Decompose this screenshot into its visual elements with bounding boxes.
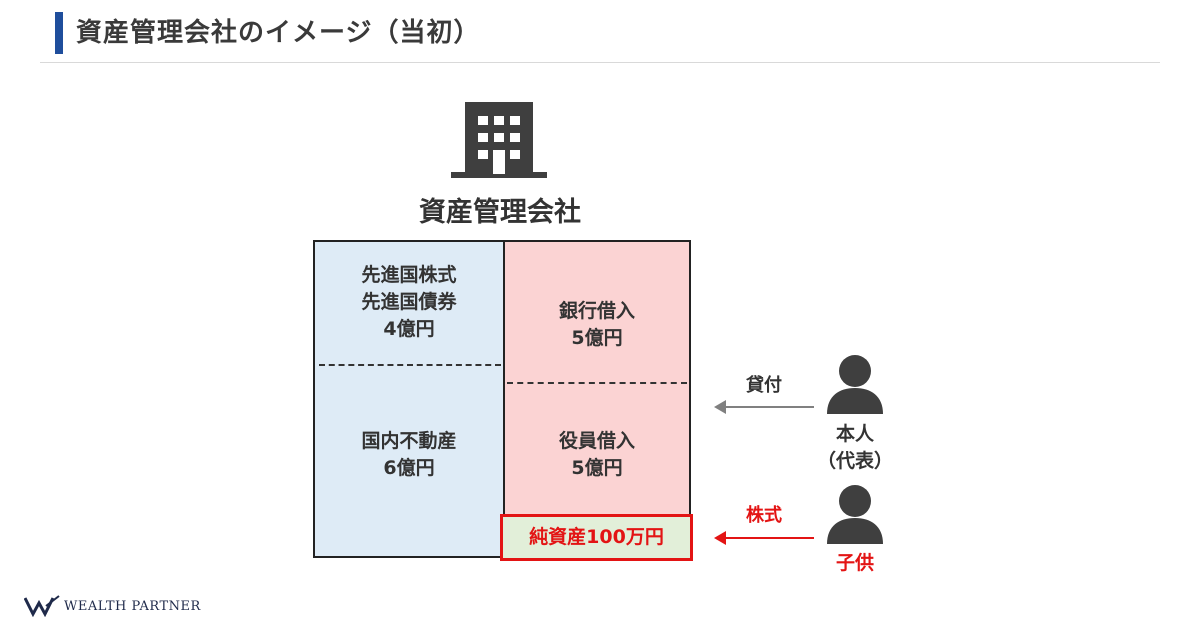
person-icon	[827, 355, 883, 414]
brand-logo: WEALTH PARTNER	[24, 592, 201, 620]
liability-officer-loan-line: 役員借入	[558, 430, 635, 452]
asset-securities-line: 先進国株式	[361, 264, 457, 286]
asset-real-estate: 国内不動産 6億円	[315, 428, 503, 482]
liability-bank-loan: 銀行借入 5億円	[505, 298, 689, 352]
liability-officer-loan: 役員借入 5億円	[505, 428, 689, 482]
principal-name: 本人	[835, 423, 874, 445]
loan-arrow	[714, 400, 814, 414]
person-icon	[827, 485, 883, 544]
brand-name: WEALTH PARTNER	[64, 598, 201, 614]
asset-real-estate-amount: 6億円	[383, 457, 435, 479]
asset-securities-amount: 4億円	[383, 318, 435, 340]
principal-label: 本人 （代表）	[790, 421, 920, 475]
asset-securities: 先進国株式 先進国債券 4億円	[315, 262, 503, 343]
building-icon	[451, 102, 547, 178]
title-accent-bar	[55, 12, 63, 54]
net-assets-box: 純資産100万円	[500, 514, 693, 561]
title-divider	[40, 62, 1160, 63]
balance-sheet: 先進国株式 先進国債券 4億円 国内不動産 6億円 銀行借入 5億円 役員借入 …	[313, 240, 691, 558]
loan-label: 貸付	[746, 375, 782, 396]
asset-real-estate-line: 国内不動産	[361, 430, 457, 452]
page-title: 資産管理会社のイメージ（当初）	[76, 18, 481, 48]
liabilities-column	[503, 242, 689, 556]
principal-role: （代表）	[816, 450, 893, 472]
equity-arrow	[714, 531, 814, 545]
liability-bank-loan-amount: 5億円	[571, 327, 623, 349]
equity-label: 株式	[746, 505, 782, 526]
liabilities-dashed-divider	[507, 382, 687, 384]
liability-officer-loan-amount: 5億円	[571, 457, 623, 479]
assets-dashed-divider	[319, 364, 501, 366]
assets-column	[315, 242, 503, 556]
liability-bank-loan-line: 銀行借入	[558, 300, 635, 322]
company-name: 資産管理会社	[419, 197, 581, 228]
child-label: 子供	[835, 552, 874, 574]
wealth-partner-logo-icon	[24, 595, 60, 617]
asset-securities-line: 先進国債券	[361, 291, 457, 313]
column-divider	[503, 242, 505, 556]
